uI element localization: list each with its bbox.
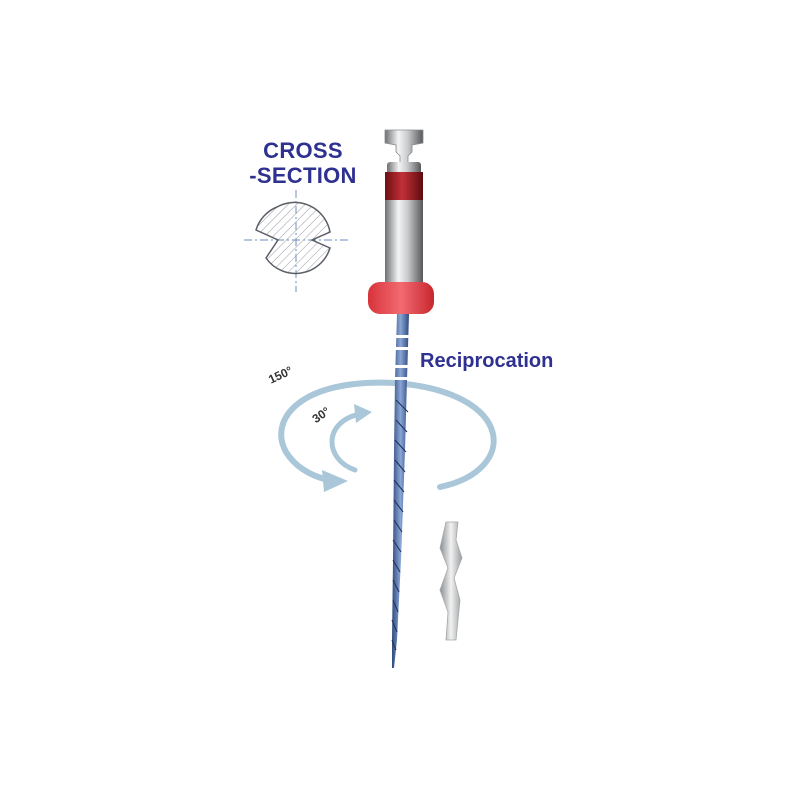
blade-flutes	[391, 399, 409, 651]
large-rotation-arrow	[278, 379, 497, 490]
file-shaft	[392, 314, 409, 668]
cross-section-shape	[255, 201, 331, 275]
cross-section-title: CROSS -SECTION	[238, 138, 368, 188]
shank-neck	[387, 162, 421, 174]
large-arrow-head	[322, 470, 348, 492]
handle-shaft	[385, 200, 423, 284]
small-rotation-arrow	[329, 411, 363, 473]
depth-markings	[395, 335, 411, 380]
cross-section-title-line2: -SECTION	[249, 163, 357, 188]
shank-latch	[384, 129, 424, 165]
cross-section-diagram	[244, 190, 350, 292]
reciprocation-arrows	[278, 379, 497, 492]
cross-section-title-line1: CROSS	[263, 138, 343, 163]
size-color-band	[385, 172, 423, 202]
reciprocation-label: Reciprocation	[420, 350, 554, 372]
endodontic-file	[368, 129, 434, 668]
small-arrow-head	[354, 404, 372, 423]
magnified-tip-image	[439, 521, 463, 641]
rubber-stopper	[368, 282, 434, 314]
